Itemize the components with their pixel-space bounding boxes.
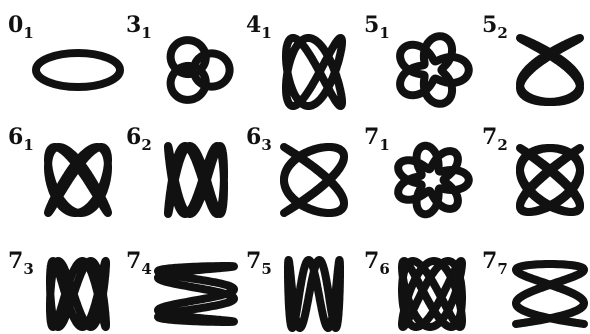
knot-index: 1 (379, 136, 389, 154)
knot-number: 7 (8, 248, 23, 274)
knot-number: 5 (482, 12, 497, 38)
knot-index: 6 (379, 260, 389, 278)
knot-cell-unknot: 01 (8, 12, 120, 87)
knot-diagram-stevedore (48, 147, 108, 213)
knot-index: 2 (141, 136, 151, 154)
knot-cell-three-twist: 52 (482, 12, 580, 102)
knot-diagram-knot-7-4 (158, 266, 234, 322)
knot-index: 3 (261, 136, 271, 154)
knot-cell-knot-6-3: 63 (246, 124, 344, 213)
knot-cell-knot-7-6: 76 (364, 248, 462, 327)
knot-number: 5 (364, 12, 379, 38)
knot-cell-stevedore: 61 (8, 124, 108, 213)
knot-number: 6 (126, 124, 141, 150)
knot-index: 2 (497, 24, 507, 42)
knot-label-knot-7-5: 75 (246, 248, 272, 278)
knot-index: 1 (141, 24, 151, 42)
knot-number: 7 (364, 124, 379, 150)
knot-diagram-cinquefoil (400, 36, 469, 104)
knot-label-knot-6-2: 62 (126, 124, 152, 154)
knot-number: 7 (126, 248, 141, 274)
knot-number: 7 (482, 248, 497, 274)
knot-number: 3 (126, 12, 141, 38)
knot-diagram-knot-7-5 (288, 260, 340, 328)
knot-number: 0 (8, 12, 23, 38)
knot-cell-figure-eight: 41 (246, 12, 342, 106)
knot-diagram-figure-eight (286, 38, 342, 106)
knot-label-knot-7-6: 76 (364, 248, 390, 278)
knot-diagram-three-twist (520, 38, 580, 102)
knot-cell-knot-7-5: 75 (246, 248, 340, 328)
knot-cell-knot-7-7: 77 (482, 248, 584, 324)
knot-cell-knot-7-3: 73 (8, 248, 106, 327)
knot-label-unknot: 01 (8, 12, 34, 42)
knot-cell-knot-6-2: 62 (126, 124, 224, 214)
knot-diagram-knot-7-2 (520, 148, 580, 212)
knot-number: 4 (246, 12, 261, 38)
knot-index: 1 (261, 24, 271, 42)
knot-cell-knot-7-2: 72 (482, 124, 580, 212)
knot-index: 1 (23, 136, 33, 154)
knot-index: 2 (497, 136, 507, 154)
knot-index: 4 (141, 260, 151, 278)
knot-index: 5 (261, 260, 271, 278)
knot-diagram-knot-6-2 (168, 146, 224, 214)
knot-cell-trefoil: 31 (126, 12, 230, 100)
knot-diagram-septafoil (398, 146, 469, 215)
knot-index: 7 (497, 260, 507, 278)
knot-index: 3 (23, 260, 33, 278)
knot-label-knot-7-4: 74 (126, 248, 152, 278)
knot-label-knot-6-3: 63 (246, 124, 272, 154)
knot-number: 7 (364, 248, 379, 274)
knot-diagram-trefoil (171, 40, 230, 100)
knot-label-cinquefoil: 51 (364, 12, 390, 42)
knot-diagram-knot-7-7 (516, 264, 584, 324)
knot-index: 1 (379, 24, 389, 42)
knot-label-trefoil: 31 (126, 12, 152, 42)
knot-diagram-unknot (36, 53, 120, 87)
knot-label-stevedore: 61 (8, 124, 34, 154)
knot-diagram-knot-6-3 (284, 147, 344, 213)
knot-cell-septafoil: 71 (364, 124, 469, 214)
knot-label-figure-eight: 41 (246, 12, 272, 42)
knot-cell-cinquefoil: 51 (364, 12, 469, 104)
knot-label-three-twist: 52 (482, 12, 508, 42)
knot-number: 7 (482, 124, 497, 150)
knot-label-knot-7-7: 77 (482, 248, 508, 278)
knot-label-septafoil: 71 (364, 124, 390, 154)
knot-diagram-knot-7-3 (50, 261, 106, 327)
knot-cell-knot-7-4: 74 (126, 248, 234, 322)
knot-label-knot-7-3: 73 (8, 248, 34, 278)
knot-number: 6 (246, 124, 261, 150)
knot-index: 1 (23, 24, 33, 42)
knot-number: 7 (246, 248, 261, 274)
knot-diagram-knot-7-6 (402, 261, 462, 327)
knot-number: 6 (8, 124, 23, 150)
knot-label-knot-7-2: 72 (482, 124, 508, 154)
